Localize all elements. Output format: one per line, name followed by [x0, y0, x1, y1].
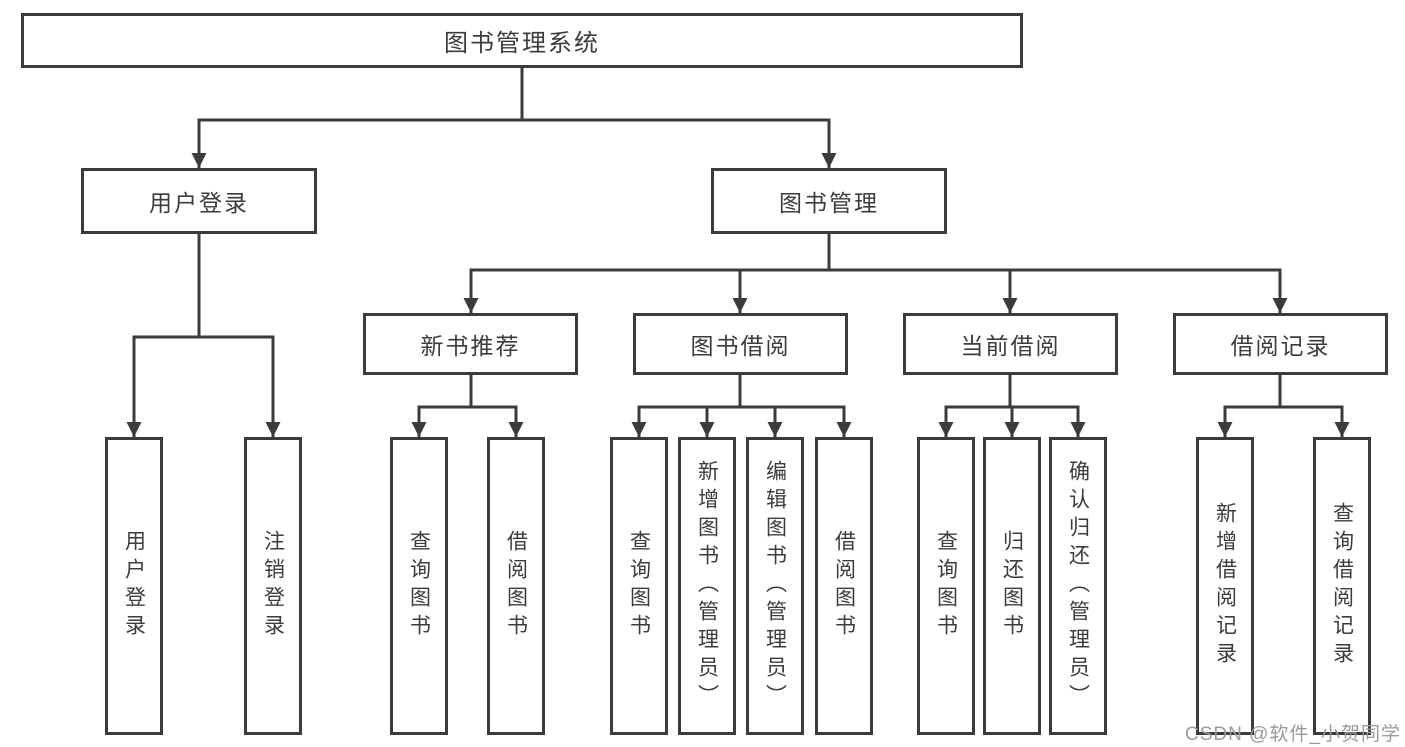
- node-root-label: 图书管理系统: [444, 30, 600, 57]
- leaf-borrow-books-label: 借阅图书: [832, 530, 856, 642]
- leaf-add-books-admin: 新增图书（管理员）: [678, 437, 736, 735]
- leaf-user-login-label: 用户登录: [122, 530, 146, 642]
- node-current-borrow-label: 当前借阅: [960, 333, 1061, 359]
- node-new-book-recommend-label: 新书推荐: [420, 333, 521, 359]
- leaf-confirm-return-admin: 确认归还（管理员）: [1049, 437, 1107, 735]
- leaf-query-borrow-record: 查询借阅记录: [1313, 437, 1371, 735]
- node-book-management-label: 图书管理: [779, 190, 879, 216]
- node-user-login-label: 用户登录: [149, 190, 249, 216]
- leaf-add-books-admin-label: 新增图书（管理员）: [695, 460, 719, 712]
- leaf-query-books-recommend: 查询图书: [390, 437, 448, 735]
- node-user-login: 用户登录: [81, 168, 317, 234]
- leaf-borrow-books-recommend-label: 借阅图书: [504, 530, 528, 642]
- node-borrow-records: 借阅记录: [1173, 313, 1388, 375]
- leaf-query-books-current-label: 查询图书: [934, 530, 958, 642]
- leaf-query-books-borrow-label: 查询图书: [627, 530, 651, 642]
- leaf-borrow-books-recommend: 借阅图书: [487, 437, 545, 735]
- leaf-return-books: 归还图书: [983, 437, 1041, 735]
- node-root: 图书管理系统: [21, 13, 1023, 68]
- leaf-borrow-books: 借阅图书: [815, 437, 873, 735]
- leaf-query-books-borrow: 查询图书: [610, 437, 668, 735]
- node-borrow-records-label: 借阅记录: [1230, 333, 1331, 359]
- csdn-watermark: CSDN @软件_小贺同学: [1185, 724, 1401, 745]
- node-new-book-recommend: 新书推荐: [363, 313, 578, 375]
- node-book-borrow-label: 图书借阅: [690, 333, 791, 359]
- node-current-borrow: 当前借阅: [903, 313, 1118, 375]
- leaf-edit-books-admin: 编辑图书（管理员）: [746, 437, 804, 735]
- leaf-add-borrow-record-label: 新增借阅记录: [1213, 502, 1237, 670]
- leaf-logout-label: 注销登录: [261, 530, 285, 642]
- leaf-return-books-label: 归还图书: [1000, 530, 1024, 642]
- leaf-logout: 注销登录: [244, 437, 302, 735]
- leaf-edit-books-admin-label: 编辑图书（管理员）: [763, 460, 787, 712]
- leaf-query-borrow-record-label: 查询借阅记录: [1330, 502, 1354, 670]
- node-book-management: 图书管理: [711, 168, 947, 234]
- leaf-query-books-recommend-label: 查询图书: [407, 530, 431, 642]
- node-book-borrow: 图书借阅: [633, 313, 848, 375]
- leaf-add-borrow-record: 新增借阅记录: [1196, 437, 1254, 735]
- leaf-confirm-return-admin-label: 确认归还（管理员）: [1066, 460, 1090, 712]
- leaf-query-books-current: 查询图书: [917, 437, 975, 735]
- leaf-user-login: 用户登录: [105, 437, 163, 735]
